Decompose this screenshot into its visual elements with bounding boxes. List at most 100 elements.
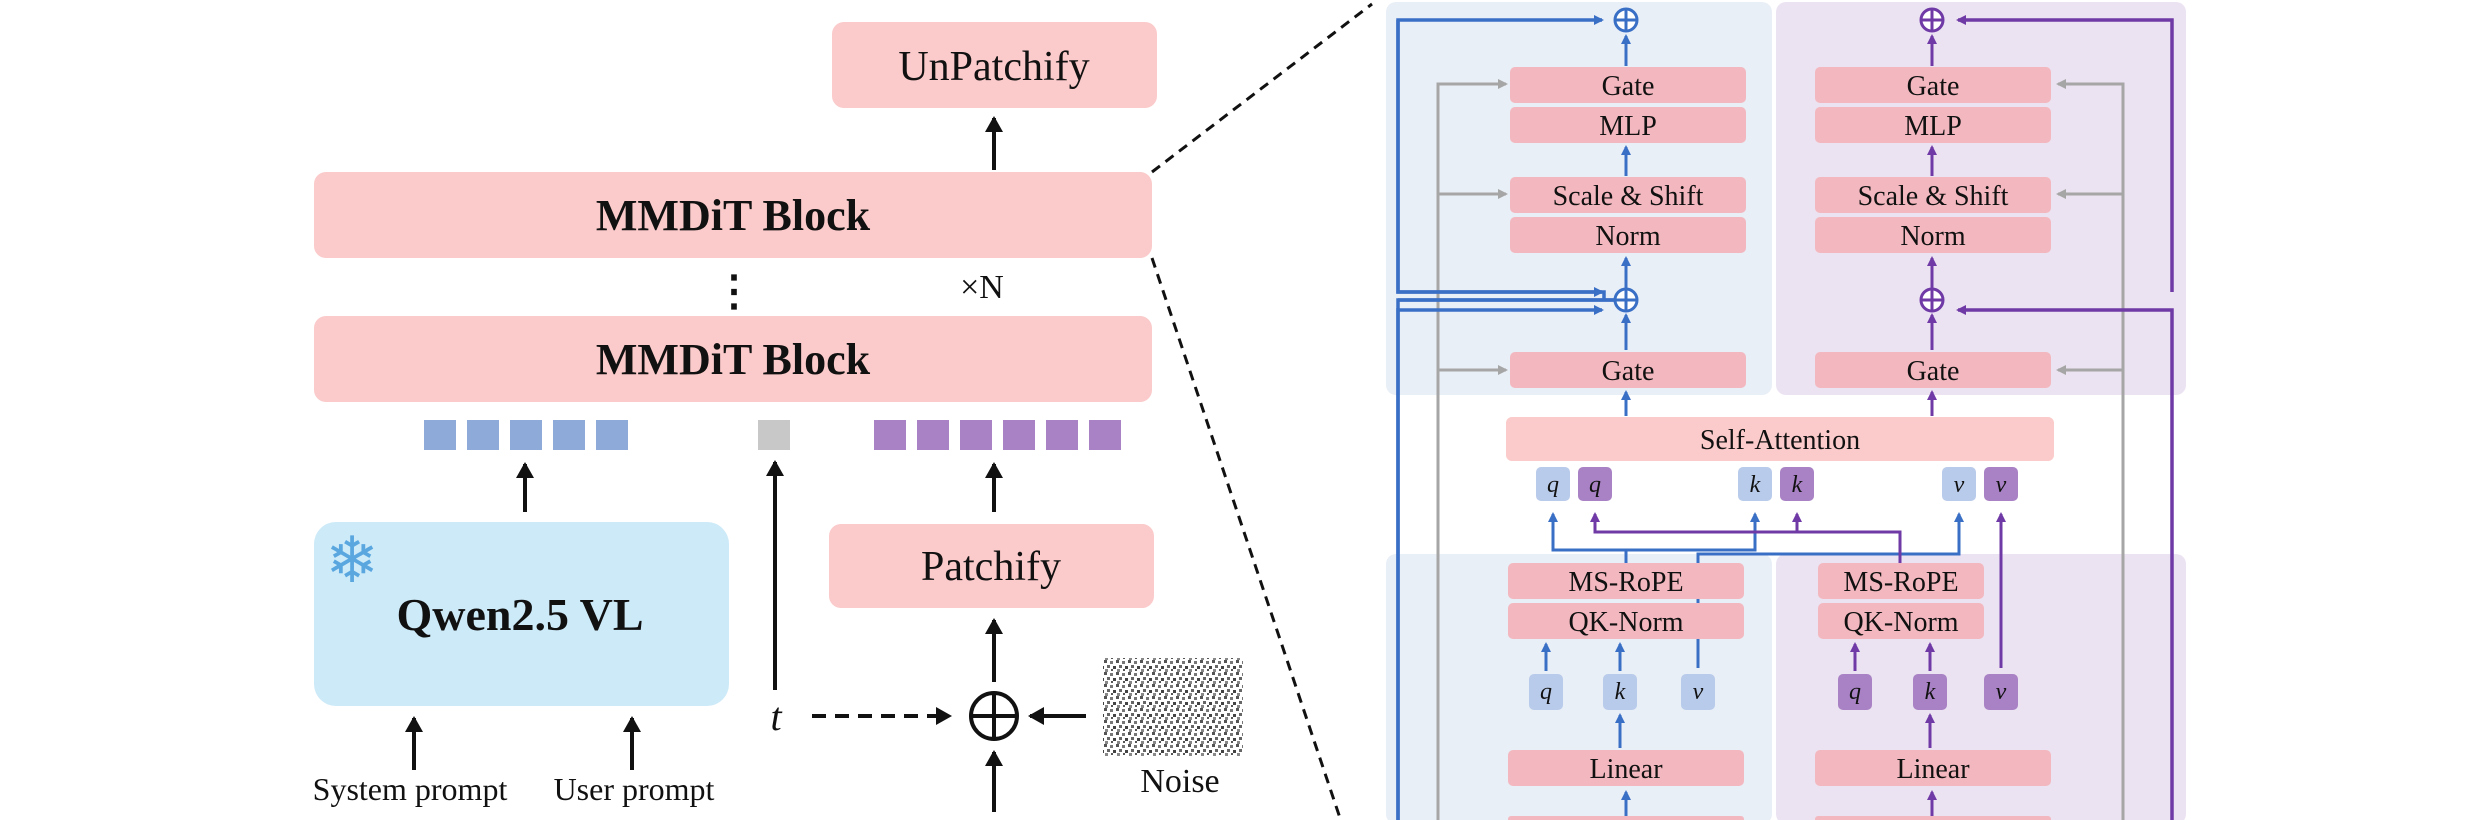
v-label: v bbox=[1693, 679, 1704, 705]
timestep-label: t bbox=[770, 694, 782, 739]
gray-conditioning-left bbox=[1436, 79, 1508, 820]
patchify-box bbox=[829, 524, 1154, 608]
gate-box-image-bottom bbox=[1815, 352, 2051, 388]
text-token bbox=[553, 420, 585, 450]
user-prompt-label: User prompt bbox=[554, 771, 715, 807]
image-token bbox=[960, 420, 992, 450]
ms-rope-label: MS-RoPE bbox=[1843, 567, 1958, 598]
mmdit-block-top-label: MMDiT Block bbox=[596, 191, 871, 240]
mlp-label: MLP bbox=[1904, 111, 1962, 142]
norm-box-text bbox=[1510, 217, 1746, 253]
norm-label: Norm bbox=[1595, 221, 1661, 252]
timestep-token bbox=[758, 420, 790, 450]
gate-label: Gate bbox=[1907, 71, 1960, 102]
system-prompt-label: System prompt bbox=[313, 771, 508, 807]
gate-box-text-bottom bbox=[1510, 352, 1746, 388]
scale-shift-label: Scale & Shift bbox=[1553, 181, 1704, 212]
v-label: v bbox=[1996, 472, 2007, 498]
k-proj-image bbox=[1913, 674, 1947, 710]
scale-shift-box-image bbox=[1815, 177, 2051, 213]
noise-image bbox=[1103, 658, 1243, 756]
patchify-label: Patchify bbox=[921, 544, 1061, 590]
v-proj-text bbox=[1681, 674, 1715, 710]
purple-residual-upper bbox=[1956, 15, 2174, 292]
self-attention-label: Self-Attention bbox=[1700, 425, 1860, 456]
mmdit-block-bottom bbox=[314, 316, 1152, 402]
gate-box-text-top bbox=[1510, 67, 1746, 103]
times-n-label: ×N bbox=[960, 269, 1004, 306]
k-label: k bbox=[1615, 679, 1626, 705]
image-token bbox=[1046, 420, 1078, 450]
v-label: v bbox=[1954, 472, 1965, 498]
k-token-image bbox=[1780, 467, 1814, 501]
scale-shift-label: Scale & Shift bbox=[1858, 181, 2009, 212]
mmdit-block-bottom-label: MMDiT Block bbox=[596, 335, 871, 384]
purple-residual-lower bbox=[1956, 305, 2174, 820]
blue-residual-upper bbox=[1396, 20, 1604, 297]
ms-rope-box-image bbox=[1818, 563, 1984, 599]
v-token-image bbox=[1984, 467, 2018, 501]
v-proj-image bbox=[1984, 674, 2018, 710]
mmdit-block-top bbox=[314, 172, 1152, 258]
text-stream-upper: Gate MLP Scale & Shift Norm Gate bbox=[1510, 7, 1746, 416]
text-token bbox=[467, 420, 499, 450]
snowflake-icon: ❄ bbox=[325, 524, 379, 598]
right-detail: Gate MLP Scale & Shift Norm Gate Gate bbox=[1386, 2, 2186, 820]
k-label: k bbox=[1750, 472, 1761, 498]
mlp-box-image bbox=[1815, 107, 2051, 143]
norm-label: Norm bbox=[1900, 221, 1966, 252]
q-label: q bbox=[1540, 679, 1552, 705]
text-tokens bbox=[424, 420, 628, 450]
zoom-line-bottom bbox=[1150, 257, 1342, 819]
q-label: q bbox=[1849, 679, 1861, 705]
scale-shift-box-text bbox=[1510, 177, 1746, 213]
text-token bbox=[596, 420, 628, 450]
qkv-routing-lines bbox=[1548, 512, 2006, 668]
linear-box-text bbox=[1508, 750, 1744, 786]
k-token-text bbox=[1738, 467, 1772, 501]
next-box-text bbox=[1508, 816, 1744, 820]
ms-rope-box-text bbox=[1508, 563, 1744, 599]
unpatchify-box bbox=[832, 22, 1157, 108]
k-label: k bbox=[1925, 679, 1936, 705]
vertical-ellipsis: ⋮ bbox=[713, 269, 755, 315]
image-tokens bbox=[874, 420, 1121, 450]
noise-label: Noise bbox=[1140, 763, 1219, 800]
text-stream-lower: MS-RoPE QK-Norm q k v Linear bbox=[1508, 563, 1744, 820]
mlp-box-text bbox=[1510, 107, 1746, 143]
mlp-label: MLP bbox=[1599, 111, 1657, 142]
gray-conditioning-right bbox=[2056, 79, 2125, 820]
q-proj-text bbox=[1529, 674, 1563, 710]
q-label: q bbox=[1547, 472, 1559, 498]
unpatchify-label: UnPatchify bbox=[898, 44, 1089, 90]
self-attention-box bbox=[1506, 417, 2054, 461]
image-stream-lower: MS-RoPE QK-Norm q k v Linear bbox=[1815, 563, 2051, 820]
qk-norm-label: QK-Norm bbox=[1568, 607, 1683, 638]
norm-box-image bbox=[1815, 217, 2051, 253]
image-token bbox=[1089, 420, 1121, 450]
left-overview: UnPatchify MMDiT Block ⋮ ×N MMDiT Block bbox=[313, 2, 1373, 819]
v-token-text bbox=[1942, 467, 1976, 501]
ms-rope-label: MS-RoPE bbox=[1568, 567, 1683, 598]
blue-residual-lower bbox=[1396, 305, 1604, 820]
zoom-line-top bbox=[1151, 2, 1373, 174]
v-label: v bbox=[1996, 679, 2007, 705]
image-stream-upper: Gate MLP Scale & Shift Norm Gate bbox=[1815, 7, 2051, 416]
qwen-box bbox=[314, 522, 729, 706]
qwen-label: Qwen2.5 VL bbox=[396, 589, 643, 640]
q-token-image bbox=[1578, 467, 1612, 501]
q-token-text bbox=[1536, 467, 1570, 501]
gate-label: Gate bbox=[1907, 356, 1960, 387]
gate-label: Gate bbox=[1602, 356, 1655, 387]
image-token bbox=[917, 420, 949, 450]
text-token bbox=[424, 420, 456, 450]
qkv-attention-inputs: q q k k v v bbox=[1536, 467, 2018, 501]
linear-box-image bbox=[1815, 750, 2051, 786]
k-label: k bbox=[1792, 472, 1803, 498]
gate-box-image-top bbox=[1815, 67, 2051, 103]
q-label: q bbox=[1589, 472, 1601, 498]
linear-label: Linear bbox=[1896, 754, 1970, 785]
next-box-image bbox=[1815, 816, 2051, 820]
linear-label: Linear bbox=[1589, 754, 1663, 785]
